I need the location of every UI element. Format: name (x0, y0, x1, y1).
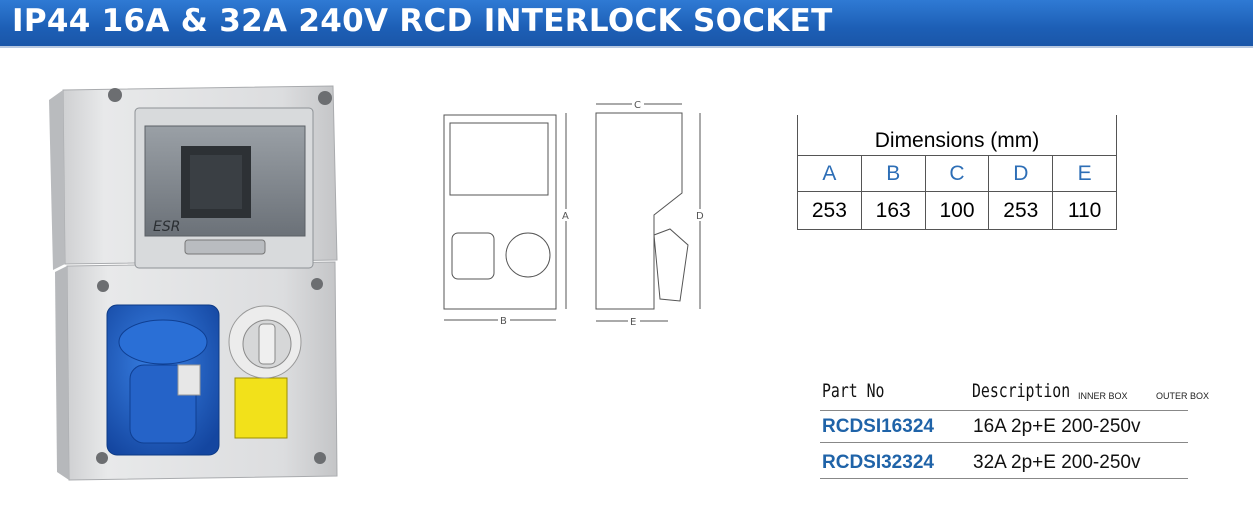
part-description: 32A 2p+E 200-250v (973, 452, 1141, 473)
parts-header: Part No Description INNER BOX OUTER BOX (820, 376, 1210, 410)
table-row: RCDSI32324 32A 2p+E 200-250v (820, 448, 1188, 479)
label-c: C (634, 100, 641, 111)
table-row: RCDSI16324 16A 2p+E 200-250v (820, 412, 1188, 443)
product-photo: ESR (49, 85, 338, 481)
dim-value-e: 110 (1052, 191, 1117, 230)
parts-table: Part No Description INNER BOX OUTER BOX … (820, 376, 1210, 496)
label-a: A (562, 211, 569, 222)
label-b: B (500, 316, 507, 327)
dim-header-c: C (924, 155, 990, 192)
dimension-drawing: A B C D E (443, 98, 706, 328)
dimensions-table: Dimensions (mm) A B C D E 253 163 100 25… (797, 115, 1117, 230)
page-title: IP44 16A & 32A 240V RCD INTERLOCK SOCKET (12, 3, 833, 39)
dimensions-caption: Dimensions (mm) (797, 115, 1117, 156)
dim-header-d: D (988, 155, 1054, 192)
dim-header-b: B (860, 155, 926, 192)
header-part-no: Part No (822, 380, 885, 402)
dim-value-a: 253 (797, 191, 862, 230)
dim-value-b: 163 (860, 191, 926, 230)
title-banner: IP44 16A & 32A 240V RCD INTERLOCK SOCKET (0, 0, 1253, 48)
label-d: D (696, 211, 704, 222)
brand-logo: ESR (153, 219, 180, 235)
dim-header-e: E (1052, 155, 1117, 192)
header-divider (820, 410, 1188, 411)
header-inner-box: INNER BOX (1078, 391, 1128, 401)
label-e: E (630, 317, 636, 328)
part-number[interactable]: RCDSI16324 (822, 416, 934, 437)
part-description: 16A 2p+E 200-250v (973, 416, 1141, 437)
dim-header-a: A (797, 155, 862, 192)
dim-value-c: 100 (924, 191, 990, 230)
header-outer-box: OUTER BOX (1156, 391, 1210, 401)
part-number[interactable]: RCDSI32324 (822, 452, 934, 473)
header-description: Description (972, 380, 1071, 402)
dim-value-d: 253 (988, 191, 1054, 230)
